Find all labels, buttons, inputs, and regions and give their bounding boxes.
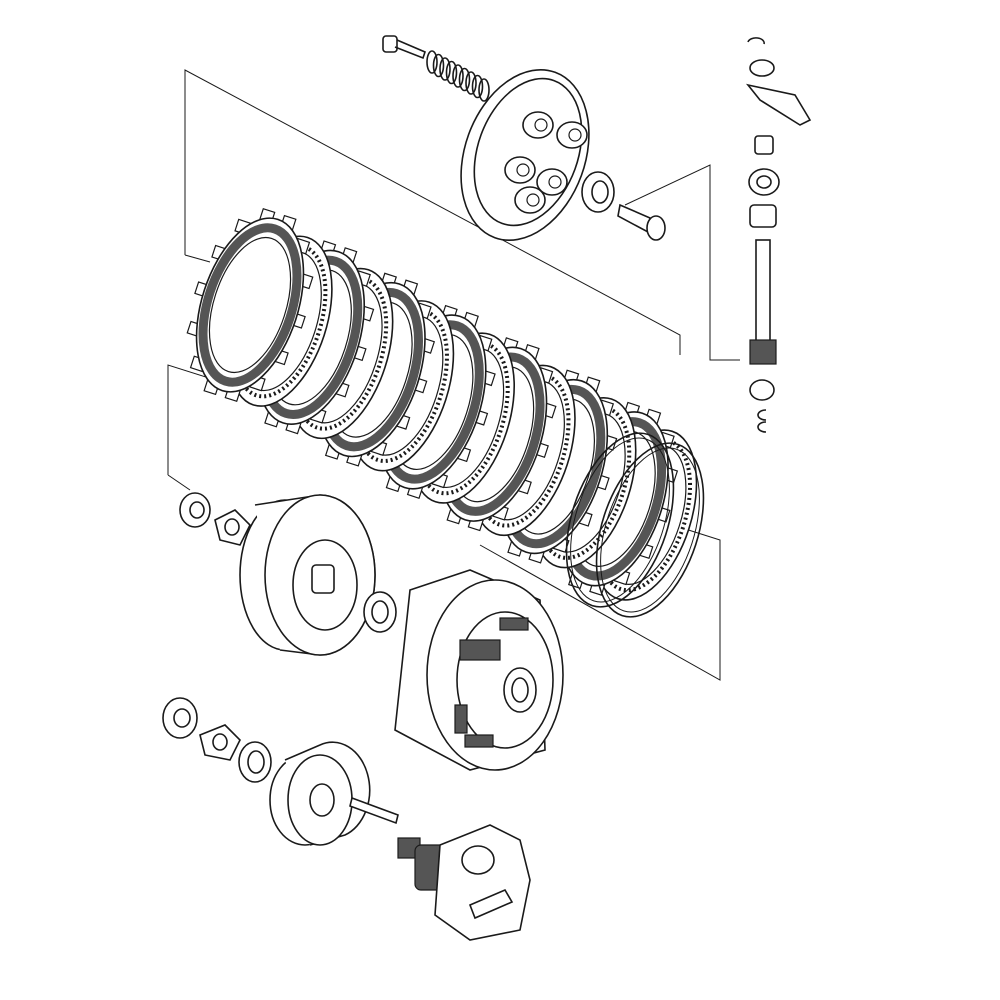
spring-coil	[458, 67, 471, 92]
friction-lining	[198, 223, 302, 387]
plate-teeth	[294, 276, 389, 431]
pressure-plate	[460, 68, 590, 242]
starter-clutch-gear	[397, 824, 531, 941]
clutch-outer-basket	[394, 569, 564, 771]
primary-drive-gear	[269, 741, 371, 846]
spring-boss	[514, 186, 546, 214]
spring-boss	[522, 111, 554, 139]
clutch-hub	[239, 494, 376, 656]
clutch-plate-stack	[186, 207, 705, 618]
spring-coil	[432, 53, 445, 78]
spring-coil	[471, 74, 484, 99]
clutch-spring	[426, 50, 490, 102]
spring-boss	[536, 168, 568, 196]
friction-plate	[186, 207, 314, 403]
boss-hole	[516, 163, 530, 177]
plate-teeth	[354, 308, 449, 463]
bolt	[382, 35, 426, 60]
pushrod	[617, 203, 666, 241]
spring-coil	[465, 71, 477, 95]
ring-inner	[600, 447, 700, 613]
boss-hole	[568, 128, 582, 142]
boss-hole	[526, 193, 540, 207]
lock-washer-lower	[199, 724, 241, 761]
release-shaft-assembly	[745, 37, 812, 433]
spring-boss	[504, 156, 536, 184]
plate-teeth	[233, 243, 328, 399]
spring-coil	[478, 78, 490, 102]
ring-outer	[595, 442, 705, 618]
spring-coil	[452, 64, 464, 88]
spline-washer	[363, 591, 397, 633]
ring-inner	[570, 437, 670, 603]
assembly-guide-lines	[167, 69, 740, 681]
boss-hole	[534, 118, 548, 132]
ring-outer	[565, 432, 675, 608]
plate-teeth	[597, 437, 693, 593]
plate-teeth	[537, 405, 632, 560]
retaining-ring	[565, 432, 675, 608]
release-bearing	[581, 171, 615, 213]
spring-coil	[426, 50, 438, 74]
thrust-washer	[238, 741, 272, 783]
lock-nut-lower	[162, 697, 198, 739]
plate-inner	[208, 236, 292, 374]
retaining-ring	[595, 442, 705, 618]
spring-coil	[445, 60, 458, 85]
woodruff-key	[349, 796, 399, 825]
lock-washer-upper	[214, 509, 251, 546]
spring-boss	[556, 121, 588, 149]
plate-teeth	[415, 340, 510, 496]
lock-nut-upper	[179, 492, 211, 528]
boss-hole	[548, 175, 562, 189]
spring-coil	[439, 57, 451, 81]
